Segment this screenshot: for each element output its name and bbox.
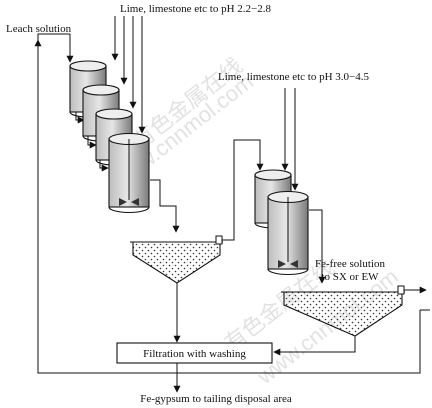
stage1-tank-4 <box>108 132 150 214</box>
stage2-reagent-lines <box>281 88 299 191</box>
reagent-stage2-label: Lime, limestone etc to pH 3.0−4.5 <box>218 71 370 83</box>
thickener-2 <box>281 285 405 337</box>
product-label-line2: to SX or EW <box>321 271 379 283</box>
filtration-unit: Filtration with washing <box>116 342 273 364</box>
gypsum-output-label: Fe-gypsum to tailing disposal area <box>140 393 292 405</box>
stage2-to-thickener-line <box>309 209 326 284</box>
thickener-1 <box>130 235 223 284</box>
stage1-to-thickener-line <box>150 179 180 233</box>
stage2-tank-2 <box>267 190 309 276</box>
leach-solution-label: Leach solution <box>6 23 72 35</box>
recycle-line <box>37 33 421 374</box>
filtration-label: Filtration with washing <box>143 348 246 360</box>
thickener1-overflow-line <box>222 139 264 241</box>
reagent-stage1-label: Lime, limestone etc to pH 2.2−2.8 <box>120 3 272 15</box>
stage1-reagent-lines <box>111 16 146 134</box>
agitator-impeller-2-icon <box>278 260 298 268</box>
thickener2-underflow-line <box>273 336 356 356</box>
agitator-impeller-1-icon <box>119 198 139 206</box>
product-label-line1: Fe-free solution <box>315 258 385 270</box>
